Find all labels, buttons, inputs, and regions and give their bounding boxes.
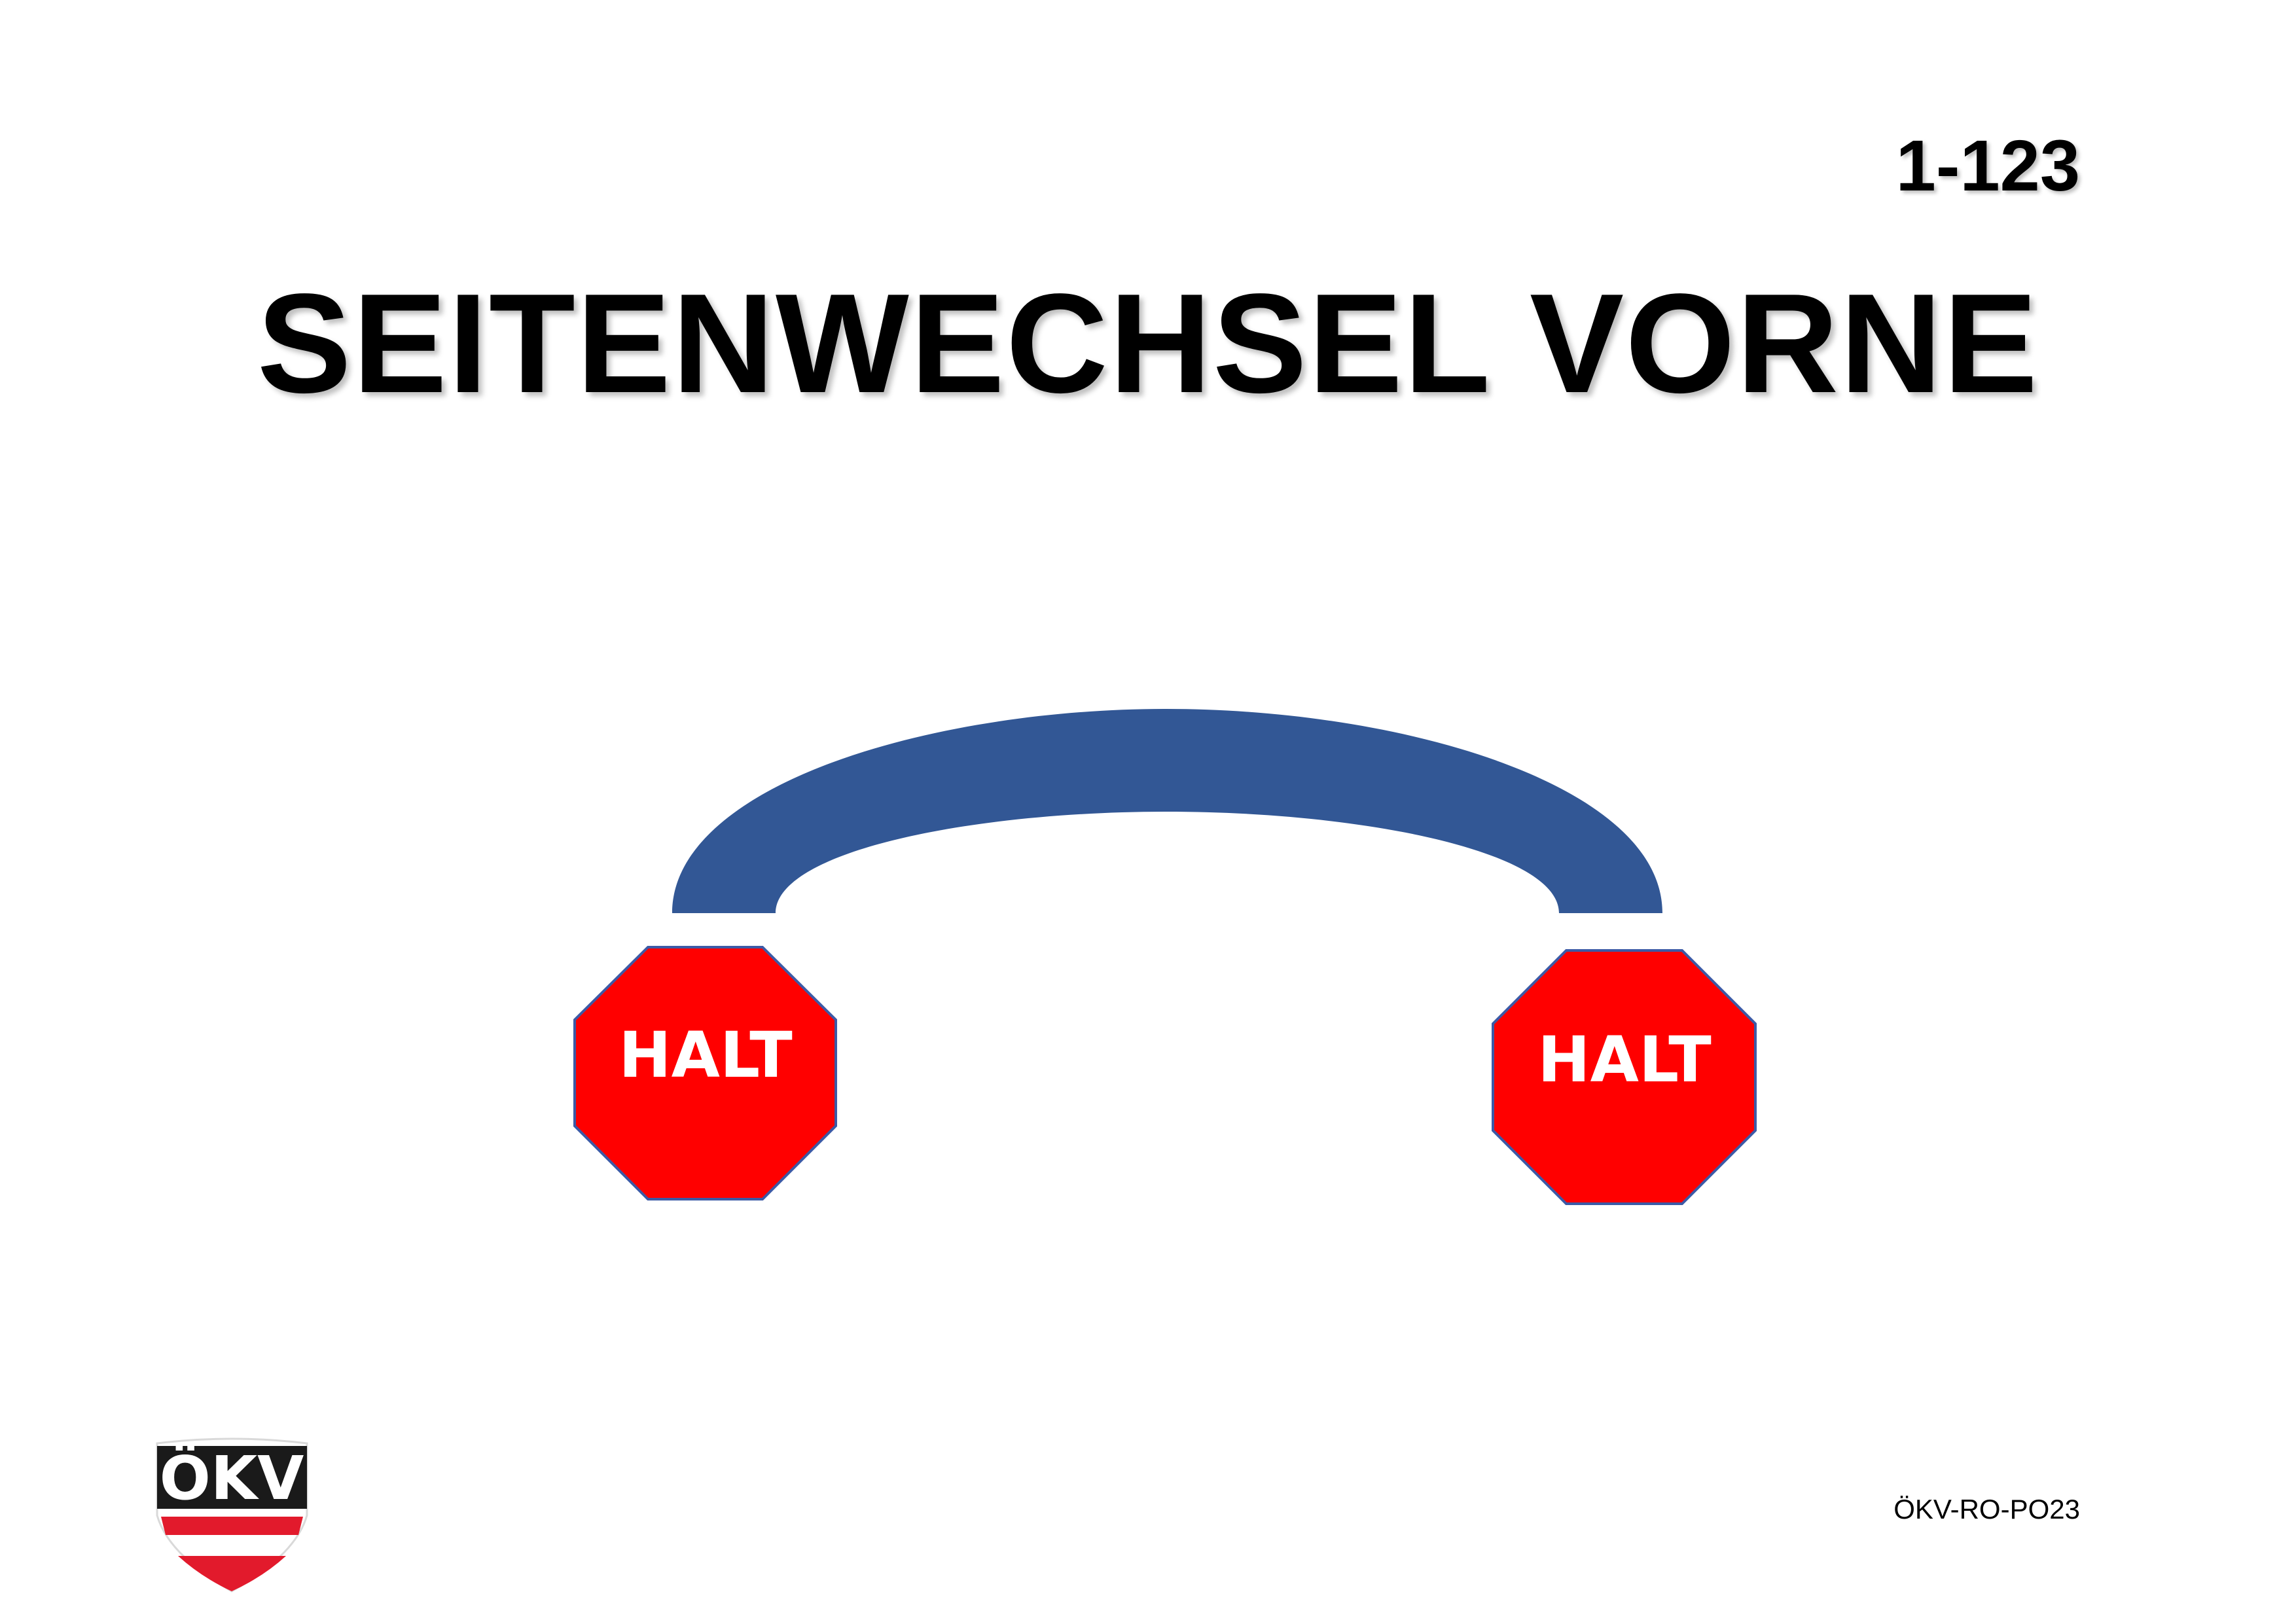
arc-track [672, 709, 1662, 913]
stop-label-left: HALT [619, 1019, 792, 1092]
sign-number: 1-123 [1895, 126, 2080, 206]
stop-label-right: HALT [1537, 1023, 1711, 1096]
logo-text: ÖKV [160, 1442, 304, 1513]
okv-logo: ÖKV [156, 1437, 308, 1593]
stop-sign-left: HALT [573, 946, 837, 1200]
octagon-left [573, 946, 837, 1200]
logo-stripe-top [161, 1517, 303, 1535]
document-code: ÖKV-RO-PO23 [1893, 1494, 2080, 1525]
octagon-right [1492, 949, 1757, 1205]
stop-sign-right: HALT [1492, 949, 1757, 1205]
logo-stripe-bottom [178, 1556, 286, 1591]
page-title: SEITENWECHSEL VORNE [257, 264, 2039, 422]
